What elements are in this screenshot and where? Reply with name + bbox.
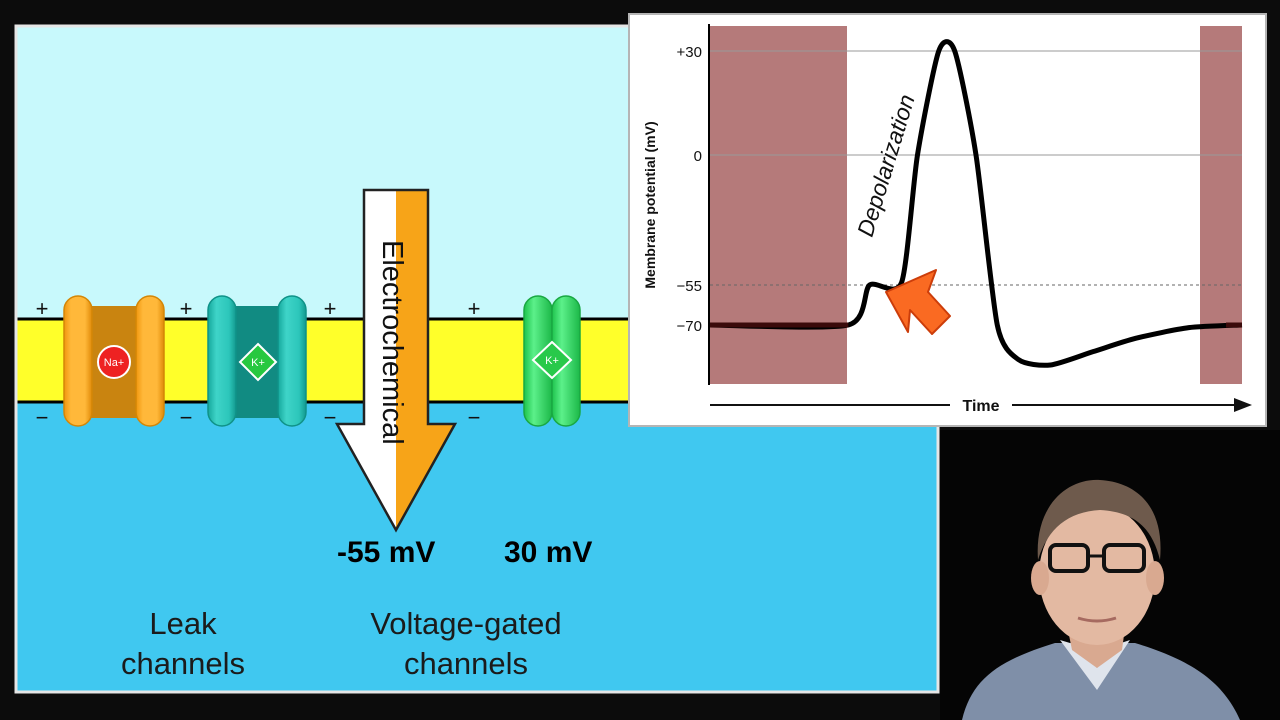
voltage-gated-channels-label: Voltage-gated channels [346, 604, 586, 684]
y-tick-label: −55 [677, 278, 702, 295]
sodium-ion [97, 345, 131, 379]
presenter-face [1039, 505, 1155, 645]
potassium-ion [238, 342, 278, 382]
x-axis-arrowhead [1234, 398, 1252, 412]
peak-voltage-value: 30 mV [504, 536, 593, 569]
potassium-voltage-gated-channel: K+ [523, 295, 581, 427]
minus-charge: − [324, 405, 337, 430]
minus-charge: − [36, 405, 49, 430]
voltage-gated-channels-line1: Voltage-gated [370, 606, 562, 641]
right-ear [1146, 561, 1164, 595]
membrane-potential-line [709, 39, 1243, 368]
potassium-ion [531, 340, 573, 380]
minus-charge: − [468, 405, 481, 430]
glasses-left-lens [1048, 543, 1090, 573]
x-axis-label: Time [962, 398, 999, 415]
hair [1037, 479, 1161, 560]
electrochemical-gradient-arrow: Electrochemical [334, 188, 458, 533]
y-tick-label: 0 [694, 148, 702, 165]
leak-channels-label: Leak channels [98, 604, 268, 684]
mouth [1077, 616, 1117, 623]
potassium-leak-channel: K+ [207, 295, 307, 427]
recovery-phase-shade [1200, 26, 1242, 384]
left-ear [1031, 561, 1049, 595]
presenter-video [940, 430, 1280, 720]
sodium-ion-label: Na+ [104, 357, 125, 369]
plus-charge: + [468, 296, 481, 321]
plus-charge: + [180, 296, 193, 321]
plus-charge: + [324, 296, 337, 321]
potassium-ion-label: K+ [251, 357, 265, 369]
plus-charge: + [36, 296, 49, 321]
y-tick-label: −70 [677, 318, 702, 335]
threshold-highlight-arrow [885, 269, 951, 335]
leak-channels-line2: channels [120, 646, 246, 681]
y-axis-label: Membrane potential (mV) [642, 121, 658, 288]
threshold-voltage-value: -55 mV [337, 536, 436, 569]
y-tick-label: +30 [677, 44, 702, 61]
intracellular-space [16, 400, 938, 692]
resting-phase-shade [710, 26, 847, 384]
voltage-gated-channels-line2: channels [403, 646, 529, 681]
arrow-label: Electrochemical [376, 240, 408, 445]
glasses-right-lens [1102, 543, 1146, 573]
action-potential-graph: +30 0 −55 −70 Membrane potential (mV) Ti… [628, 13, 1267, 427]
sodium-leak-channel: Na+ [63, 295, 165, 427]
potassium-ion-label: K+ [545, 355, 559, 367]
leak-channels-line1: Leak [149, 606, 217, 641]
minus-charge: − [180, 405, 193, 430]
